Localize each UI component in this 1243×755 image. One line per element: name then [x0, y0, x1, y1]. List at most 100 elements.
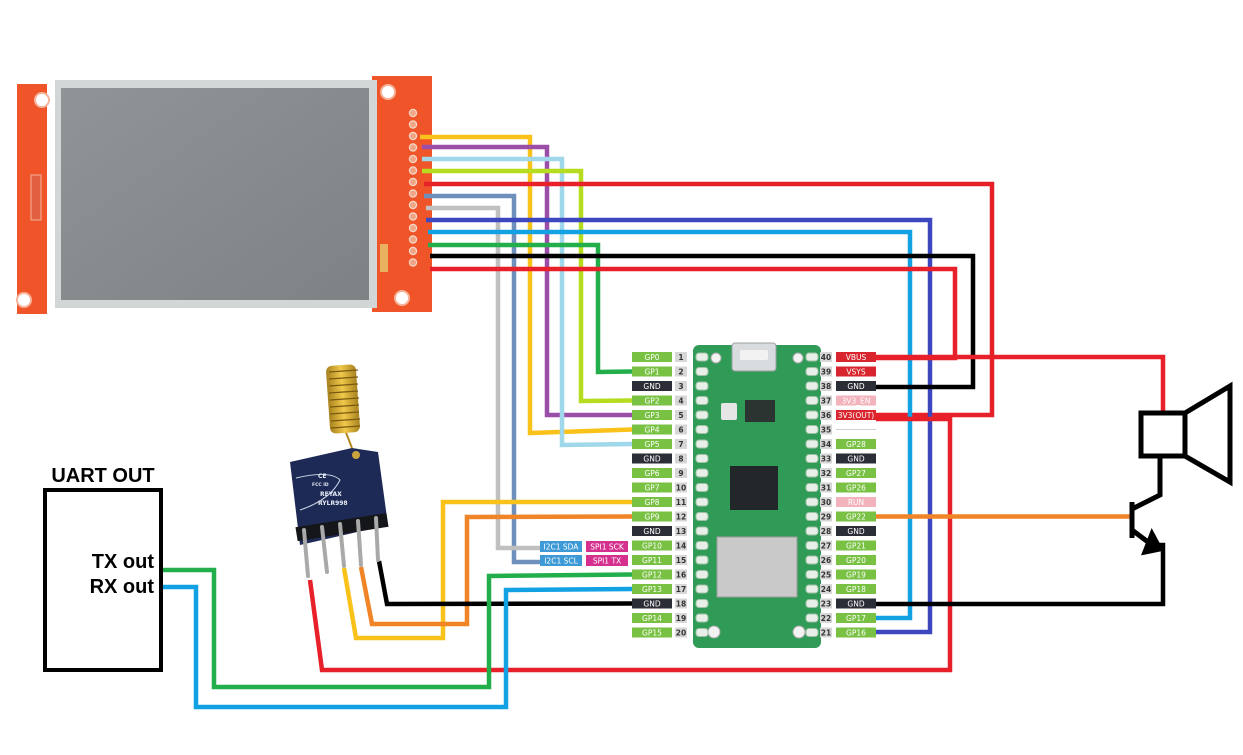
- pin-number-bg: [820, 598, 832, 609]
- pin-number-bg: [675, 352, 687, 362]
- pin-number: 39: [821, 367, 831, 376]
- lora-cert-text: CE: [318, 473, 327, 480]
- pin-label-bg: [836, 468, 876, 478]
- pin-number: 32: [821, 469, 831, 478]
- pin-number: 6: [678, 425, 683, 434]
- wire: [428, 229, 913, 621]
- tft-pin: [408, 189, 418, 198]
- tft-pin: [408, 131, 418, 141]
- pico-w-board: [693, 342, 821, 648]
- pin-number: 18: [676, 599, 686, 608]
- pin-label-bg: [836, 395, 876, 406]
- pin-label-bg: [632, 598, 672, 609]
- pin-label: GP6: [644, 469, 659, 478]
- pin-number-bg: [820, 366, 832, 377]
- wire: [161, 584, 633, 710]
- pin-number: 10: [676, 483, 686, 492]
- pin-label: GP2: [644, 396, 659, 405]
- wire: [428, 242, 633, 375]
- alt-label-text: I2C1 SDA: [544, 543, 580, 552]
- rp2040-chip: [730, 466, 778, 510]
- tft-pin: [408, 166, 418, 175]
- bird-logo-icon: [295, 474, 341, 511]
- mount-hole-icon: [710, 352, 722, 364]
- pin-number-bg: [820, 482, 832, 493]
- lora-model: RYLR998: [318, 500, 348, 507]
- pin-number-bg: [675, 439, 687, 449]
- pico-pad: [805, 352, 819, 362]
- pin-number-bg: [820, 424, 832, 435]
- pin-label-bg: [632, 497, 672, 507]
- pin-label-bg: [836, 511, 876, 522]
- pin-label: GP18: [846, 585, 866, 594]
- pin-number: 20: [676, 628, 686, 637]
- pin-label-bg: [836, 453, 876, 464]
- wire: [358, 514, 633, 627]
- pico-pad: [805, 468, 819, 478]
- pin-number-bg: [820, 410, 832, 420]
- pin-number-bg: [675, 381, 687, 391]
- pin-number-bg: [675, 584, 687, 594]
- pin-label: 3V3_EN: [842, 396, 871, 405]
- pico-pad: [695, 599, 709, 608]
- pin-label: GP21: [846, 541, 866, 550]
- pin-label-bg: [836, 555, 876, 565]
- lora-fcc-text: FCC ID: [312, 482, 329, 488]
- pin-number-bg: [675, 598, 687, 609]
- pin-number-bg: [820, 540, 832, 551]
- pin-number: 14: [676, 541, 686, 550]
- pin-number: 16: [676, 570, 686, 579]
- pico-pad: [695, 628, 709, 637]
- pin-number-bg: [820, 381, 832, 391]
- pin-number-bg: [820, 352, 832, 362]
- pin-number: 36: [821, 411, 831, 420]
- pin-number: 11: [676, 498, 686, 507]
- pico-pad: [805, 599, 819, 608]
- pin-number-bg: [820, 613, 832, 623]
- pin-label: GP22: [846, 512, 866, 521]
- pin-label-bg: [632, 627, 672, 638]
- wire: [420, 134, 633, 436]
- pin-label-bg: [836, 381, 876, 391]
- alt-label-i2c1-sda: [540, 541, 582, 552]
- pico-pad: [695, 410, 709, 420]
- pin-number-bg: [820, 453, 832, 464]
- pin-number: 4: [678, 396, 683, 405]
- uart-tx-label: TX out: [92, 551, 155, 573]
- pin-label-bg: [836, 613, 876, 623]
- pin-label-bg: [836, 497, 876, 507]
- pico-pad: [805, 613, 819, 623]
- pin-number: 31: [821, 483, 831, 492]
- pin-number: 33: [821, 454, 831, 463]
- wire: [430, 266, 958, 361]
- alt-label-spi1-sck: [586, 541, 628, 552]
- pin-number-bg: [820, 468, 832, 478]
- pico-pad: [695, 613, 709, 623]
- pico-pad: [805, 410, 819, 420]
- pin-label: 3V3(OUT): [838, 411, 875, 420]
- pico-pad: [805, 425, 819, 434]
- pin-label-bg: [836, 598, 876, 609]
- pin-label: GP16: [846, 628, 866, 637]
- pico-pad: [695, 512, 709, 521]
- pin-label-bg: [836, 366, 876, 377]
- pin-label-bg: [632, 395, 672, 406]
- alt-label-i2c1-scl: [540, 555, 582, 566]
- mount-hole-icon: [380, 84, 396, 100]
- pico-pad: [805, 381, 819, 391]
- pin-label: GND: [643, 382, 660, 391]
- pin-label-bg: [632, 468, 672, 478]
